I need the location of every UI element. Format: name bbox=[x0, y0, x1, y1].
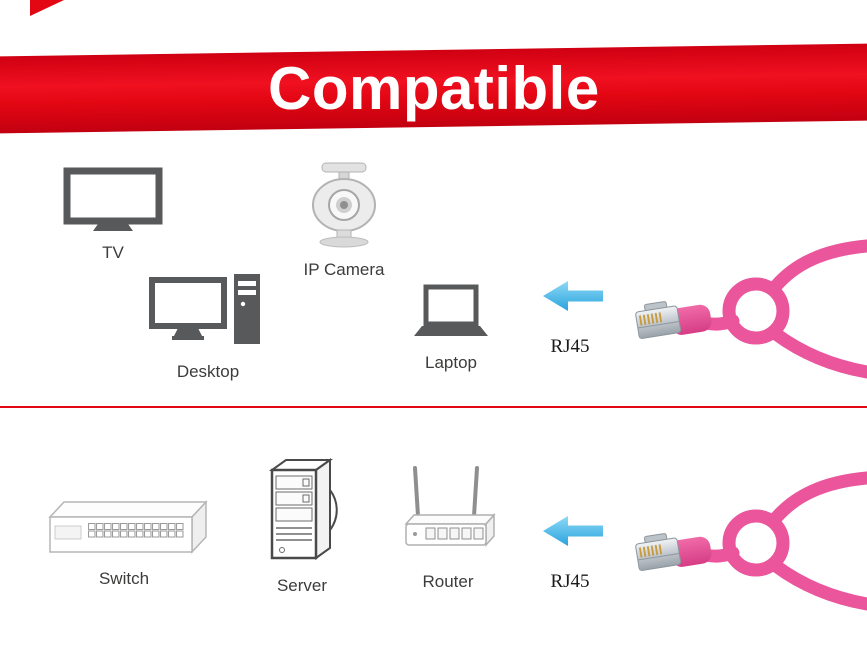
device-label-tv: TV bbox=[102, 243, 124, 262]
tv-icon bbox=[63, 167, 163, 231]
switch-icon bbox=[48, 500, 208, 554]
device-desktop: Desktop bbox=[148, 272, 268, 382]
device-tv: TV bbox=[63, 167, 163, 263]
banner-title: Compatible bbox=[267, 54, 600, 122]
device-label-switch: Switch bbox=[98, 569, 150, 588]
rj45-pink-cable-icon bbox=[635, 226, 867, 396]
rj45-pink-cable-icon bbox=[635, 458, 867, 628]
device-laptop: Laptop bbox=[410, 283, 492, 373]
ip-camera-icon bbox=[312, 162, 376, 248]
server-icon bbox=[268, 458, 338, 560]
rj45-label-bottom: RJ45 bbox=[550, 571, 590, 592]
arrow-left-icon bbox=[543, 516, 603, 546]
device-label-router: Router bbox=[422, 572, 474, 591]
device-ip-camera: IP Camera bbox=[288, 160, 400, 280]
device-router: Router bbox=[396, 462, 500, 592]
device-label-server: Server bbox=[276, 576, 328, 595]
divider-line bbox=[0, 406, 867, 408]
laptop-icon bbox=[414, 284, 488, 336]
device-server: Server bbox=[260, 456, 344, 596]
router-icon bbox=[404, 466, 496, 547]
device-switch: Switch bbox=[40, 497, 208, 589]
banner-corner-flag bbox=[30, 0, 64, 16]
device-label-ip-camera: IP Camera bbox=[303, 260, 385, 279]
device-label-laptop: Laptop bbox=[425, 353, 477, 372]
device-label-desktop: Desktop bbox=[176, 362, 240, 381]
banner: Compatible bbox=[0, 43, 867, 134]
rj45-label-top: RJ45 bbox=[550, 336, 590, 357]
arrow-left-icon bbox=[543, 281, 603, 311]
desktop-icon bbox=[149, 274, 260, 344]
